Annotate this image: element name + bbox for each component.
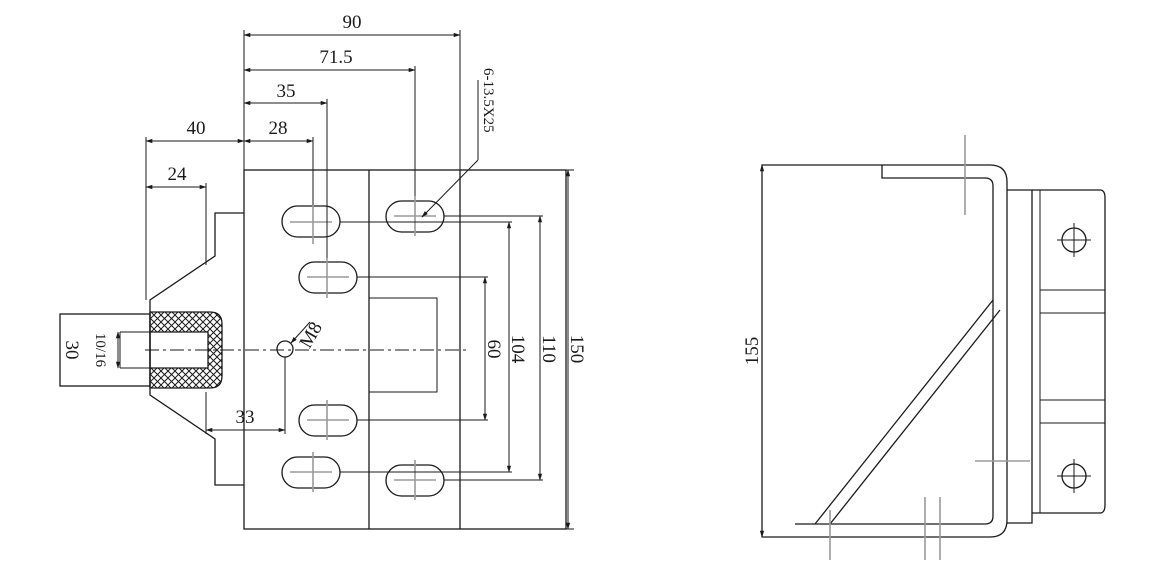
- label-28: 28: [269, 118, 288, 139]
- slot-callout-leader: [421, 159, 479, 218]
- label-110: 110: [538, 335, 559, 363]
- label-155: 155: [742, 337, 763, 366]
- label-150: 150: [566, 335, 587, 364]
- label-71-5: 71.5: [319, 47, 352, 68]
- label-104: 104: [507, 335, 528, 364]
- side-centerlines: [829, 135, 1030, 560]
- label-24: 24: [168, 164, 188, 185]
- bracket-outline: [149, 212, 244, 486]
- side-rib-2: [829, 309, 1001, 525]
- slot-callout-label: 6-13.5X25: [480, 68, 496, 133]
- label-40: 40: [187, 118, 206, 139]
- center-window: [369, 297, 438, 393]
- m8-hole: [276, 340, 294, 358]
- label-60: 60: [483, 340, 504, 359]
- m8-leader: [290, 321, 311, 344]
- side-bracket-inner: [795, 165, 994, 525]
- extension-lines-right: [340, 169, 574, 530]
- label-33: 33: [236, 407, 255, 428]
- dim-33: [205, 357, 286, 434]
- label-90: 90: [343, 12, 362, 33]
- m8-label: M8: [296, 319, 327, 352]
- extension-lines-top: [145, 30, 461, 300]
- side-flange: [1007, 189, 1033, 524]
- side-flange-outer: [1032, 189, 1106, 514]
- front-view: 60 104 110 150 90 71.5 35 28 40 24: [59, 12, 587, 530]
- label-10-16: 10/16: [92, 333, 108, 368]
- label-35: 35: [277, 81, 296, 102]
- side-bracket-outline: [761, 164, 1008, 538]
- side-rib-1: [814, 299, 994, 525]
- fitting-hatched: [149, 311, 223, 389]
- slot-centerlines: [290, 196, 436, 500]
- label-30: 30: [61, 341, 82, 360]
- side-view: 155: [742, 135, 1106, 560]
